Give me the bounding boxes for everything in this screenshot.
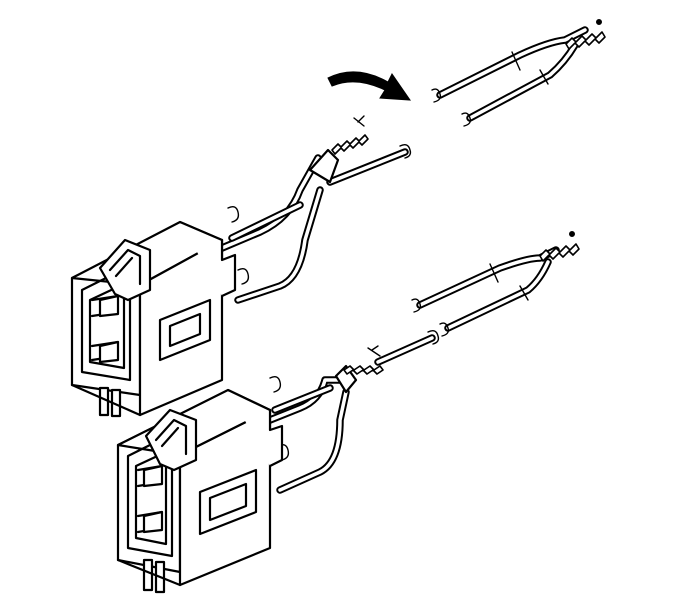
splice-crimp-lower (334, 345, 384, 394)
arrow-icon (327, 71, 412, 101)
lower-connector (116, 329, 440, 594)
stripped-wire-pair (431, 19, 606, 127)
splice-crimp-upper (308, 115, 369, 184)
lower-stripped-wire-pair (411, 231, 580, 337)
twisted-strands-lower (539, 231, 580, 262)
twisted-strands (565, 19, 606, 50)
upper-connector (70, 115, 412, 418)
